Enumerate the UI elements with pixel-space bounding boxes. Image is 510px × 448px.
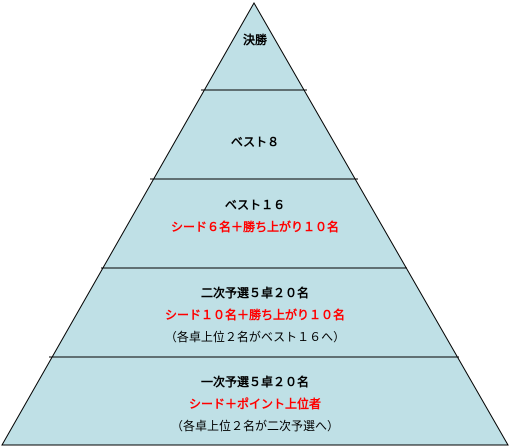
tier-second-prelim-title: 二次予選５卓２０名 xyxy=(200,286,309,300)
tier-best16-title: ベスト１６ xyxy=(224,198,286,212)
tier-best16: ベスト１６ シード６名＋勝ち上がり１０名 xyxy=(0,194,510,238)
tier-first-prelim: 一次予選５卓２０名 シード＋ポイント上位者 （各卓上位２名が二次予選へ） xyxy=(0,371,510,437)
tier-second-prelim: 二次予選５卓２０名 シード１０名＋勝ち上がり１０名 （各卓上位２名がベスト１６へ… xyxy=(0,282,510,348)
tier-best16-seed-info: シード６名＋勝ち上がり１０名 xyxy=(170,220,339,234)
tier-second-prelim-note: （各卓上位２名がベスト１６へ） xyxy=(164,330,346,344)
tier-best8: ベスト８ xyxy=(0,131,510,153)
tier-first-prelim-seed-info: シード＋ポイント上位者 xyxy=(188,397,321,411)
tier-second-prelim-seed-info: シード１０名＋勝ち上がり１０名 xyxy=(164,308,345,322)
tier-best8-title: ベスト８ xyxy=(230,135,280,149)
tier-first-prelim-note: （各卓上位２名が二次予選へ） xyxy=(170,419,339,433)
tier-first-prelim-title: 一次予選５卓２０名 xyxy=(200,375,309,389)
tier-final-title: 決勝 xyxy=(242,33,267,47)
tier-final: 決勝 xyxy=(0,29,510,51)
